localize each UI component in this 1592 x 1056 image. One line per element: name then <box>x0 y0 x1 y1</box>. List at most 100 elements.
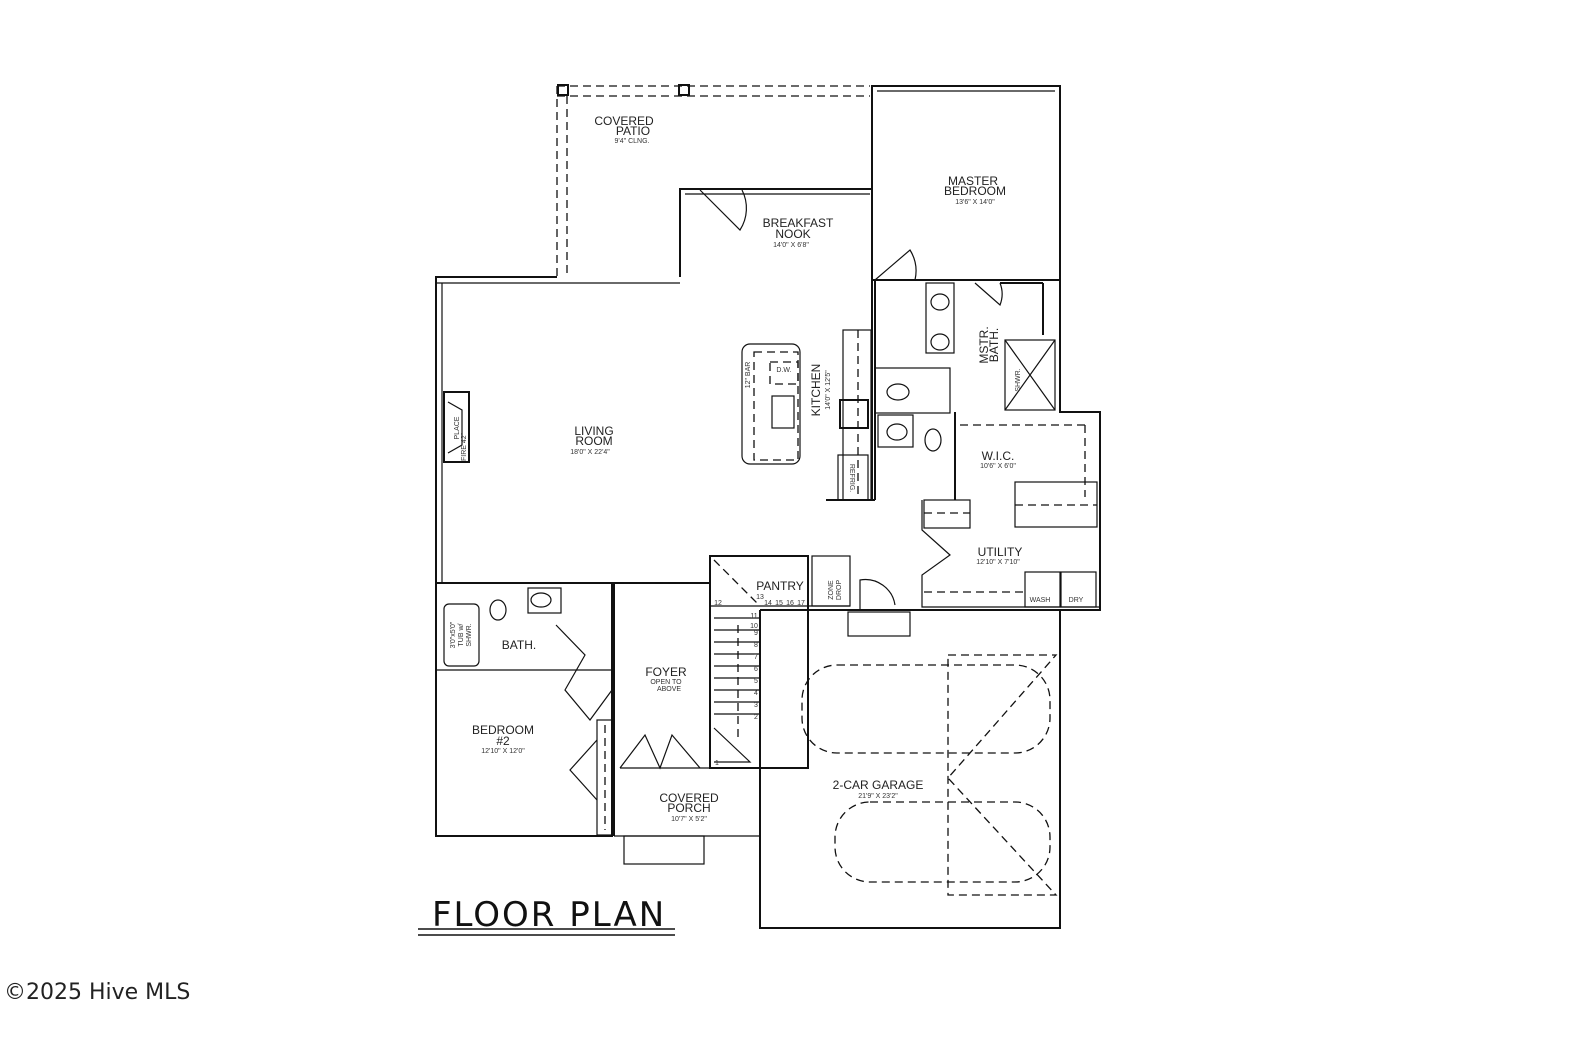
range-icon <box>839 399 869 429</box>
master-dim: 13'6" X 14'0" <box>955 199 995 206</box>
pantry-label: PANTRY <box>756 579 804 593</box>
bar-label: 12" BAR <box>745 362 752 389</box>
room-labels: COVERED PATIO 9'4" CLNG. MASTER BEDROOM … <box>472 114 1022 823</box>
foyer-note: OPEN TO <box>650 679 682 686</box>
bedroom2-label: BEDROOM <box>472 723 534 737</box>
patio-dim: 9'4" CLNG. <box>615 138 650 145</box>
kitchen-label: KITCHEN <box>809 364 823 417</box>
car-outline <box>801 664 1051 754</box>
post-icon <box>678 84 690 96</box>
living-room <box>435 276 710 584</box>
fireplace-label: FIRE <box>461 445 468 461</box>
breakfast-nook <box>679 188 872 277</box>
zone-drop-label: DROP <box>836 580 843 601</box>
shower-label: SHWR. <box>1015 368 1022 391</box>
patio-label: COVERED <box>594 114 654 128</box>
covered-patio <box>556 84 870 277</box>
stair-number: 10 <box>750 623 758 630</box>
porch-label: PORCH <box>667 801 710 815</box>
foyer-porch <box>613 583 760 865</box>
stair-number: 11 <box>750 613 757 620</box>
master-label: MASTER <box>948 174 998 188</box>
living-label: ROOM <box>575 434 612 448</box>
garage-step <box>847 611 911 637</box>
toilet-icon <box>886 383 910 401</box>
dw-label: D.W. <box>776 367 791 374</box>
wic-label: W.I.C. <box>982 449 1015 463</box>
living-label: LIVING <box>574 424 613 438</box>
sink-icon <box>530 592 552 608</box>
bathtub <box>443 603 480 667</box>
stair-numbers: 1 2 3 4 5 6 7 8 9 10 11 12 13 14 15 16 1… <box>714 594 805 767</box>
utility-dim: 12'10" X 7'10" <box>976 559 1020 566</box>
bath-label: BATH. <box>502 638 536 652</box>
sink-icon <box>930 333 950 351</box>
wic-dim: 10'6" X 6'0" <box>980 463 1016 470</box>
garage-label: 2-CAR GARAGE <box>833 778 924 792</box>
car-outline <box>834 801 1051 883</box>
stair-number: 6 <box>754 666 758 673</box>
stair-number: 7 <box>754 654 758 661</box>
refrig-label: REFRIG. <box>848 464 855 492</box>
stair-number: 2 <box>754 714 758 721</box>
wic-utility <box>921 424 1100 608</box>
foyer-label: FOYER <box>645 665 687 679</box>
stair-number: 16 <box>786 600 794 607</box>
stair-number: 15 <box>775 600 783 607</box>
sink-icon <box>771 395 795 429</box>
dishwasher <box>769 361 799 385</box>
mstr-bath-label: BATH. <box>987 328 1001 362</box>
zone-drop-label: ZONE <box>828 580 835 600</box>
bedroom2-label: #2 <box>496 734 510 748</box>
nook-label: BREAKFAST <box>763 216 834 230</box>
fireplace-label: PLACE <box>454 416 461 439</box>
kitchen-dim: 14'0" X 12'5" <box>825 370 832 410</box>
fireplace-label: 42" <box>461 432 468 443</box>
stair-number: 5 <box>754 678 758 685</box>
master-label: BEDROOM <box>944 184 1006 198</box>
stair-number: 1 <box>715 760 719 767</box>
dry-label: DRY <box>1069 597 1084 604</box>
stair-number: 8 <box>754 642 758 649</box>
nook-label: NOOK <box>775 227 810 241</box>
stair-number: 3 <box>754 702 758 709</box>
stair-number: 4 <box>754 690 758 697</box>
dryer <box>1060 571 1097 608</box>
toilet-icon <box>489 599 507 621</box>
living-dim: 18'0" X 22'4" <box>570 449 610 456</box>
tub-label: 3'0"x5'0" <box>450 621 457 648</box>
bedroom2-dim: 12'10" X 12'0" <box>481 748 525 755</box>
porch-step <box>623 835 705 865</box>
porch-dim: 10'7" X 5'2" <box>671 816 707 823</box>
copyright-watermark: ©2025 Hive MLS <box>4 980 191 1005</box>
tub-label: TUB w/ <box>458 623 465 646</box>
nook-dim: 14'0" X 6'8" <box>773 242 809 249</box>
stair-number: 9 <box>754 630 758 637</box>
fireplace <box>443 391 470 463</box>
bath-bedroom2 <box>435 582 710 837</box>
tub-label: SHWR. <box>466 623 473 646</box>
toilet-icon <box>924 428 942 452</box>
stair-number: 14 <box>764 600 772 607</box>
sink-icon <box>930 293 950 311</box>
wash-label: WASH <box>1030 597 1051 604</box>
utility-label: UTILITY <box>978 545 1023 559</box>
shower <box>1004 339 1056 411</box>
patio-label: PATIO <box>616 124 650 138</box>
stair-number: 13 <box>756 594 764 601</box>
kitchen-island <box>741 343 801 465</box>
kitchen <box>741 280 875 501</box>
post-icon <box>557 84 569 96</box>
stair-number: 12 <box>714 600 722 607</box>
mstr-bath-label: MSTR. <box>977 326 991 363</box>
garage <box>759 578 1061 929</box>
foyer-note: ABOVE <box>657 686 681 693</box>
sink-icon <box>886 423 908 441</box>
washer <box>1024 571 1061 608</box>
master-bath <box>874 279 1101 611</box>
stair-number: 17 <box>797 600 805 607</box>
fixture-labels: 12" BAR D.W. REFRIG. SHWR. PLACE 42" FIR… <box>450 362 1084 649</box>
porch-label: COVERED <box>659 791 719 805</box>
garage-dim: 21'9" X 23'2" <box>858 793 898 800</box>
